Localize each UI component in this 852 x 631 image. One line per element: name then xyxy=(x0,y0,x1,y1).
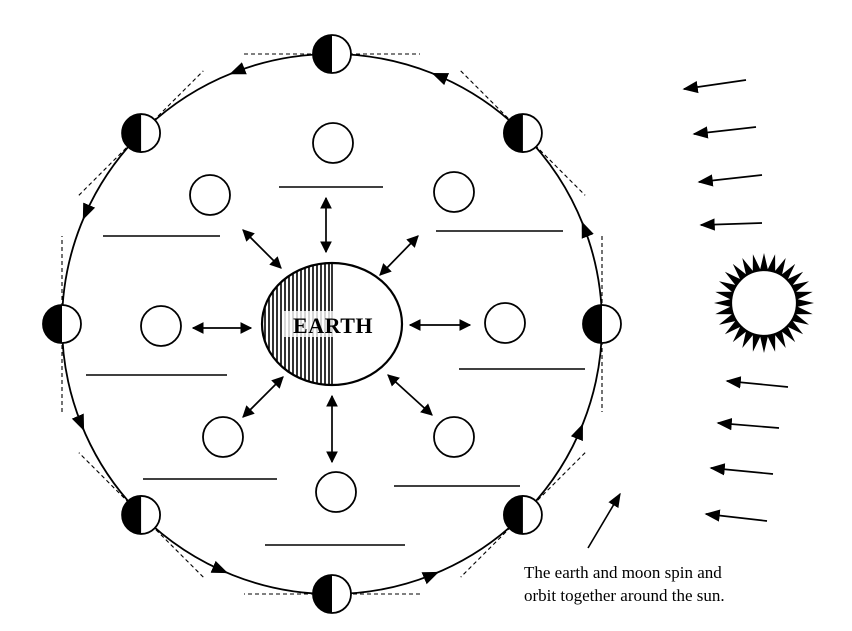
phase-circle-bottom-right xyxy=(433,416,475,458)
phase-circle-top-left xyxy=(189,174,231,216)
orbit-arrow-1 xyxy=(431,72,450,86)
orbit-moon-bottom-left xyxy=(121,495,161,535)
sunlight-arrow-3 xyxy=(697,174,763,187)
phase-circle-top-right xyxy=(433,171,475,213)
orbit-arrow-8 xyxy=(581,221,594,239)
sunlight-arrow-5 xyxy=(725,376,789,389)
orbit-moon-bottom-right xyxy=(503,495,543,535)
orbit-moon-bottom xyxy=(312,574,352,614)
sunlight-arrow-4 xyxy=(699,218,763,231)
orbit-moons xyxy=(42,34,622,614)
orbit-moon-right xyxy=(582,304,622,344)
answer-blanks xyxy=(86,186,585,546)
orbit-direction-arrows xyxy=(71,62,594,585)
phase-circle-right xyxy=(484,302,526,344)
orbit-arrow-7 xyxy=(570,423,584,442)
sunlight-arrow-2 xyxy=(692,126,757,139)
phase-circle-left xyxy=(140,305,182,347)
orbit-arrow-4 xyxy=(71,413,85,431)
phase-circle-bottom xyxy=(315,471,357,513)
caption-pointer-arrow xyxy=(587,492,621,549)
radial-arrow-top-right xyxy=(379,235,419,276)
orbit-arrow-3 xyxy=(82,202,96,220)
orbit-moon-top-right xyxy=(503,113,543,153)
caption-line-1: The earth and moon spin and xyxy=(524,563,722,582)
orbit-arrow-2 xyxy=(229,62,247,75)
orbit-moon-top xyxy=(312,34,352,74)
phase-circle-bottom-left xyxy=(202,416,244,458)
orbit-arrow-5 xyxy=(210,560,228,574)
phase-circle-top xyxy=(312,122,354,164)
sun-icon xyxy=(714,253,814,353)
radial-arrow-bottom-left xyxy=(242,376,284,418)
earth-label: EARTH xyxy=(293,313,373,338)
orbit-arrow-6 xyxy=(421,571,439,585)
phase-circles xyxy=(140,122,526,513)
sunlight-arrow-1 xyxy=(682,79,747,94)
radial-arrows xyxy=(191,196,472,464)
caption-line-2: orbit together around the sun. xyxy=(524,586,725,605)
earth: EARTH xyxy=(260,261,404,387)
orbit-moon-top-left xyxy=(121,113,161,153)
sunlight-arrow-6 xyxy=(716,418,780,431)
radial-arrow-top-left xyxy=(242,229,282,269)
orbit-moon-left xyxy=(42,304,82,344)
sunlight-arrow-7 xyxy=(709,463,774,476)
radial-arrow-bottom-right xyxy=(387,374,433,416)
sunlight-arrows xyxy=(682,79,789,522)
sunlight-arrow-8 xyxy=(704,509,768,522)
